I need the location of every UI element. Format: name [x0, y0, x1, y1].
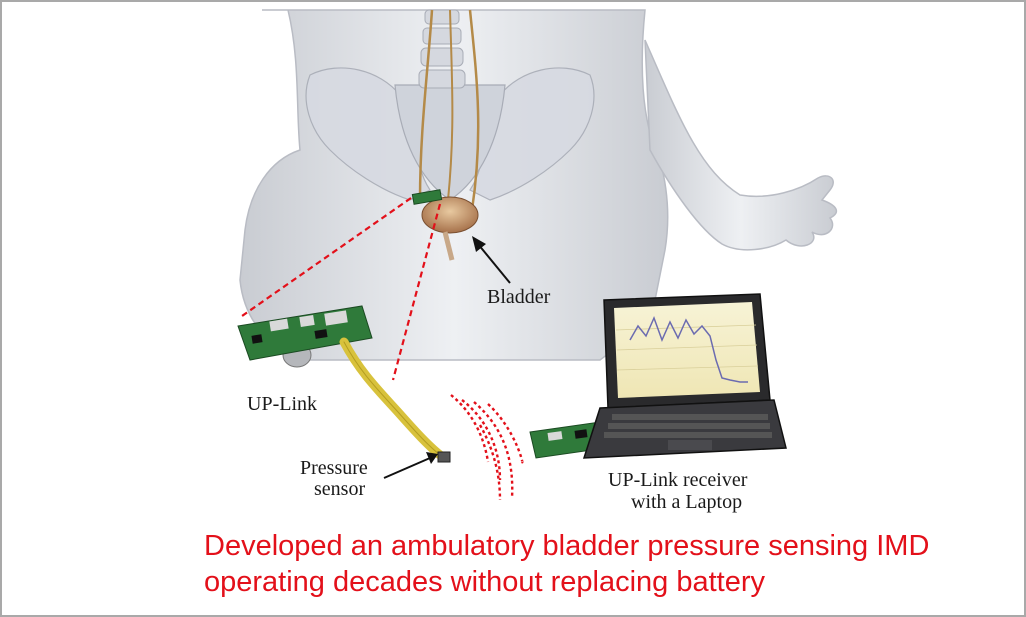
laptop — [582, 293, 787, 459]
caption-line1: Developed an ambulatory bladder pressure… — [204, 530, 930, 562]
bladder-organ — [421, 196, 479, 234]
pressure-trace — [629, 315, 748, 383]
uplink-board — [237, 305, 373, 368]
pressure-sensor-label-line1: Pressure — [300, 457, 368, 479]
implanted-device — [411, 189, 443, 205]
sensor-arrow — [383, 452, 438, 479]
pressure-sensor-label-line2: sensor — [314, 478, 366, 500]
uplink-label: UP-Link — [247, 393, 317, 415]
bladder-arrow — [472, 236, 511, 284]
pressure-sensor-chip — [437, 451, 451, 463]
caption-line2: operating decades without replacing batt… — [204, 566, 766, 598]
wireless-waves — [450, 394, 524, 501]
callout-dashed-lines — [241, 197, 442, 381]
caption: Developed an ambulatory bladder pressure… — [204, 528, 1004, 600]
receiver-label-line1: UP-Link receiver — [608, 469, 748, 491]
receiver-label-line2: with a Laptop — [631, 491, 743, 513]
human-torso — [239, 9, 838, 361]
bladder-label: Bladder — [487, 286, 551, 308]
